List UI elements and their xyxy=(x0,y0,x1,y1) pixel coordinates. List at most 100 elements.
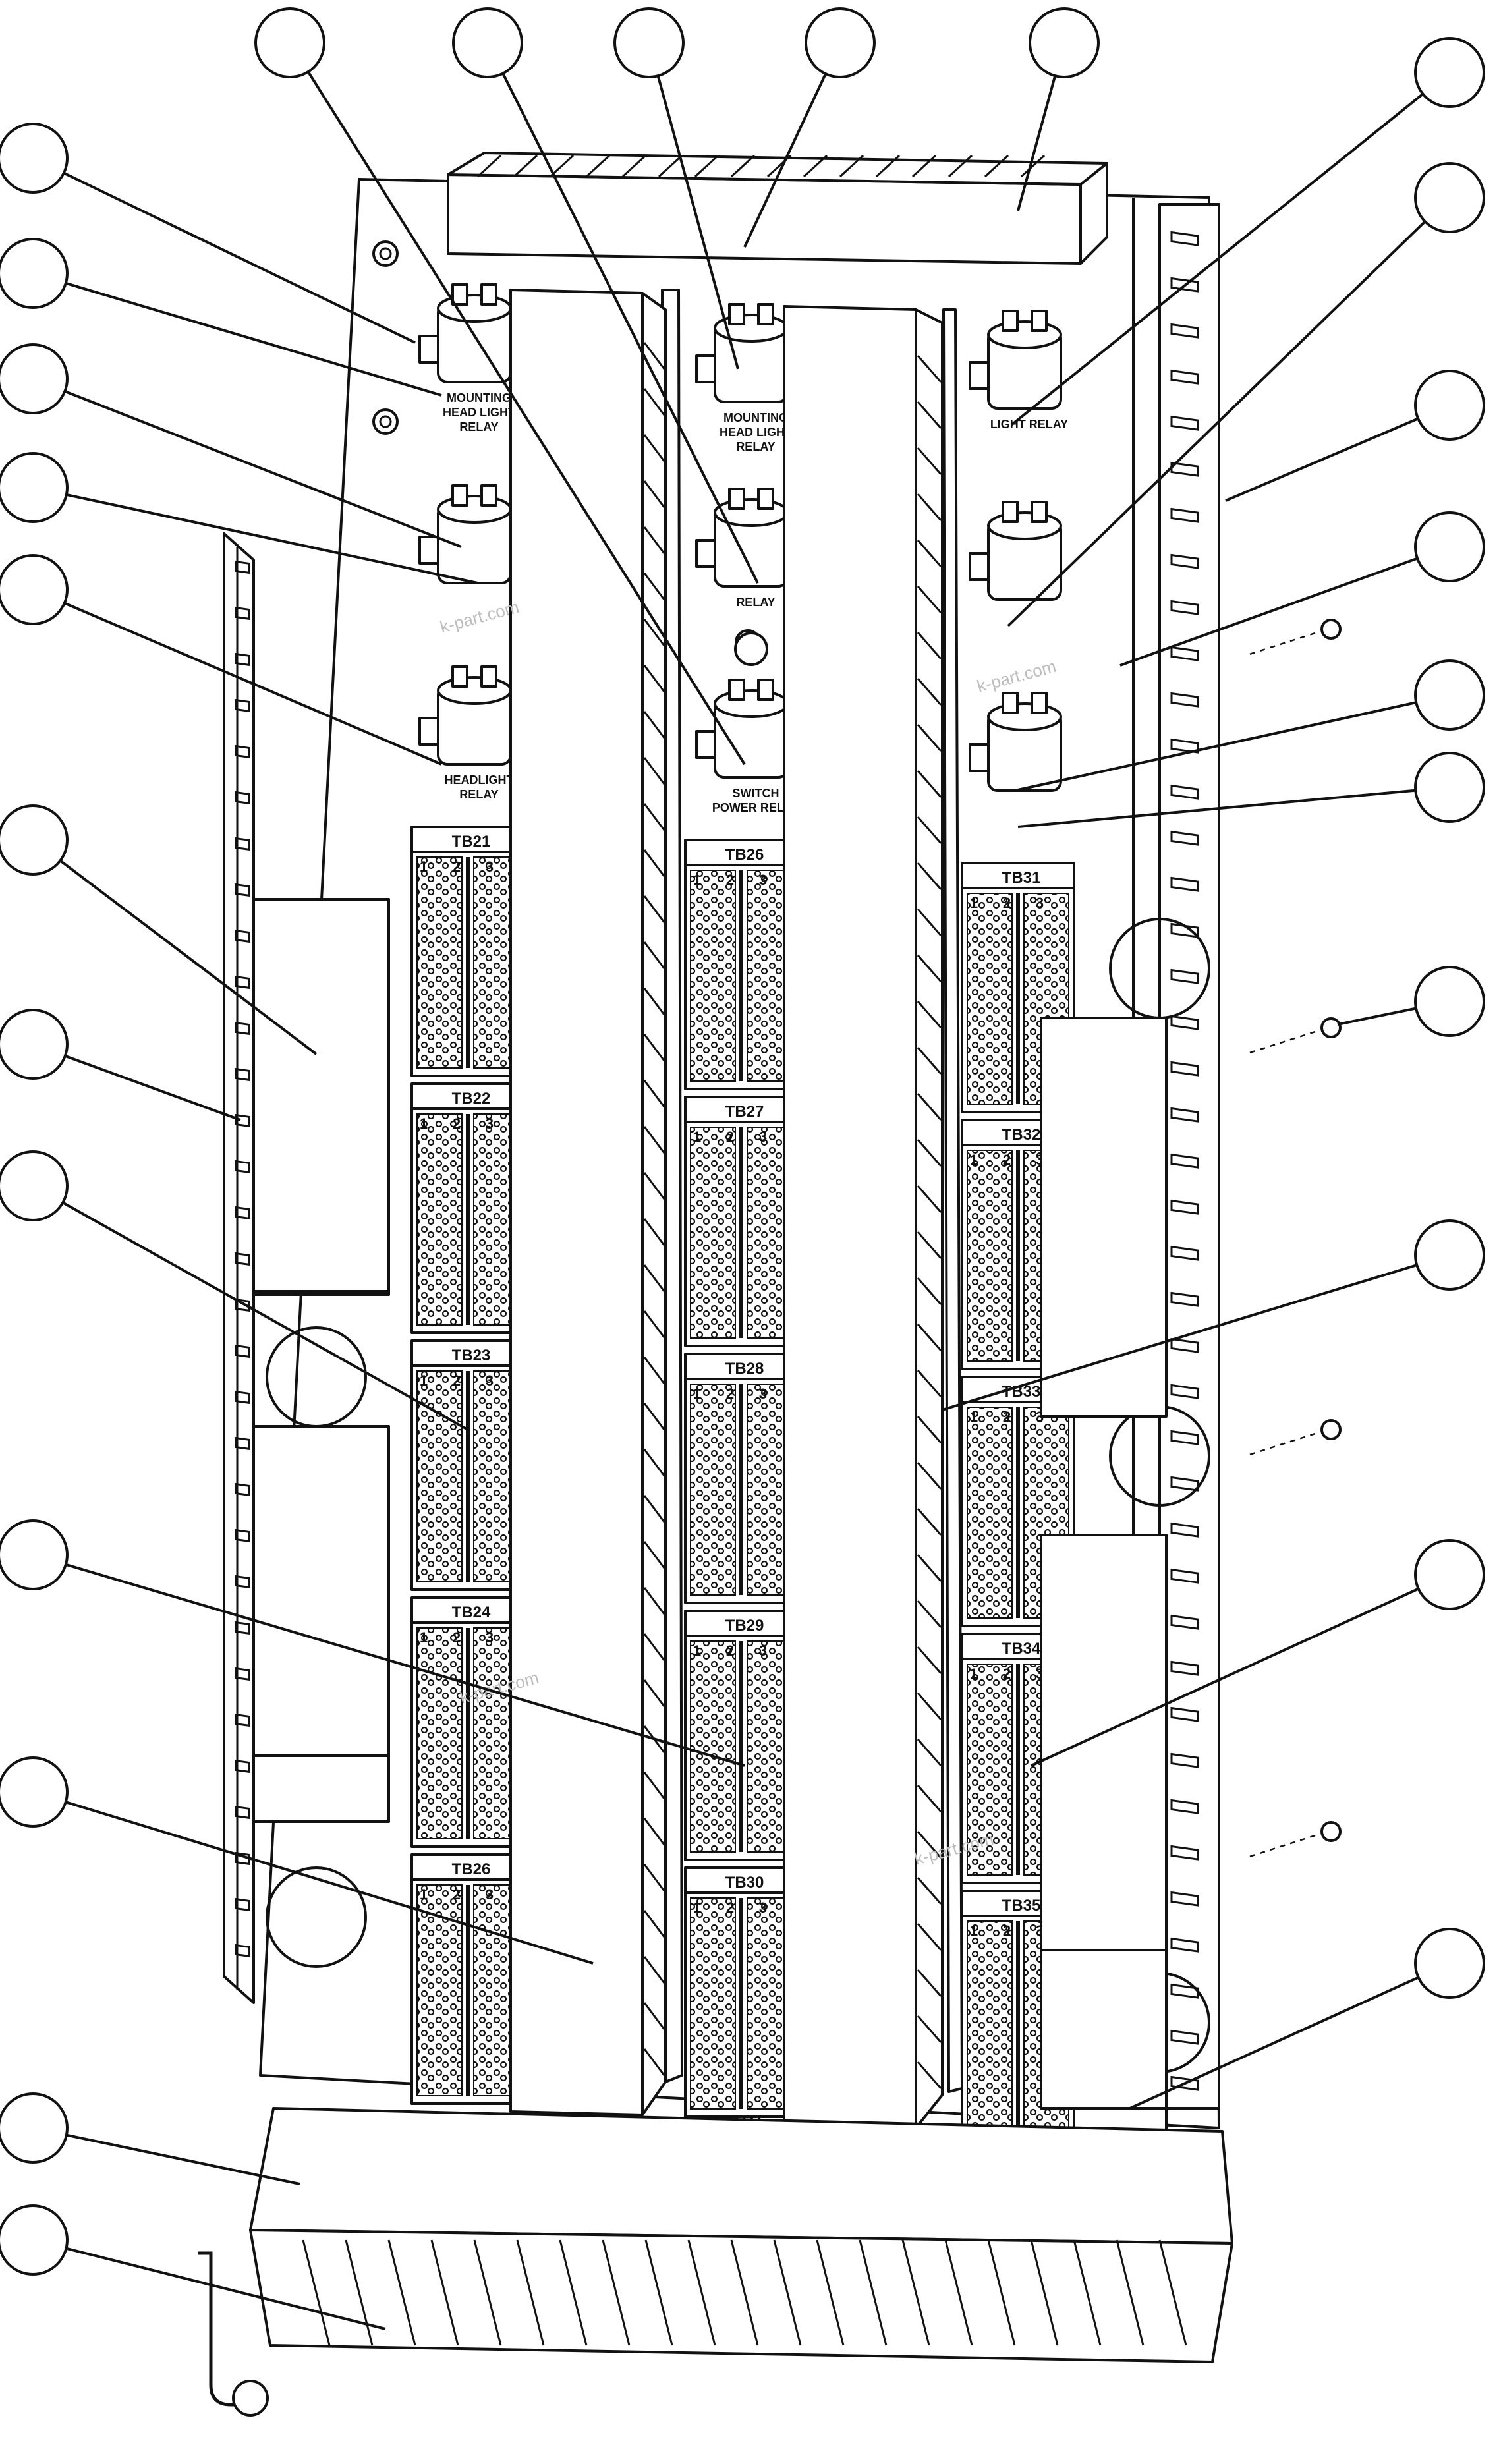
panel-bolt-center xyxy=(379,247,392,260)
tb-header xyxy=(410,1596,525,1624)
cover-slot xyxy=(917,1693,942,1720)
cover-slot xyxy=(643,573,665,600)
cover-slot xyxy=(917,1831,942,1859)
cover-slot xyxy=(643,1357,665,1384)
duct-slot xyxy=(235,1344,250,1358)
cover-slot xyxy=(917,724,942,752)
cover-slot xyxy=(643,711,665,739)
callout-leader xyxy=(32,272,442,397)
relay-label: HEADLIGHT xyxy=(445,773,514,787)
cover-slot xyxy=(917,1462,942,1490)
cover-slot xyxy=(917,1923,942,1951)
bottom-duct-slot xyxy=(516,2239,545,2346)
tb-position-number: 2 xyxy=(726,1386,734,1402)
duct-slot xyxy=(1170,1153,1199,1169)
callout-circle xyxy=(1414,511,1485,582)
callout-circle xyxy=(1414,1539,1485,1610)
cover-slot xyxy=(917,2061,942,2089)
tb-position-number: 1 xyxy=(970,1922,978,1939)
tb-position-number: 1 xyxy=(420,1886,428,1903)
tb-position-number: 1 xyxy=(420,1372,428,1389)
cover-slot xyxy=(917,632,942,659)
relay-terminal xyxy=(728,679,745,701)
tb-position-number: 3 xyxy=(759,872,767,888)
panel-bolt-center xyxy=(379,415,392,428)
duct-slot xyxy=(1170,1845,1199,1861)
duct-slot xyxy=(235,1944,250,1958)
callout-leader xyxy=(486,42,759,584)
cover-slot xyxy=(643,1956,665,1984)
relay-right-2 xyxy=(969,501,1062,601)
duct-slot xyxy=(1170,1245,1199,1261)
bottom-duct-slot xyxy=(987,2239,1016,2346)
tb-pins-left xyxy=(967,1150,1013,1362)
left-duct xyxy=(223,532,255,2004)
relay-terminal xyxy=(1031,310,1048,332)
cover-slot xyxy=(643,619,665,646)
cover-slot xyxy=(643,1310,665,1338)
callout-circle xyxy=(0,804,69,876)
tb-label: TB24 xyxy=(452,1604,491,1621)
tb-position-number: 2 xyxy=(1003,1922,1011,1939)
bottom-duct-slot xyxy=(730,2239,759,2346)
tb-position-number: 2 xyxy=(453,1115,461,1132)
screw xyxy=(1320,1419,1342,1440)
duct-slot xyxy=(1170,1061,1199,1077)
callout-leader xyxy=(1129,1962,1450,2110)
duct-slot xyxy=(1170,1706,1199,1722)
top-duct-slot xyxy=(585,154,611,178)
duct-slot xyxy=(235,1759,250,1774)
bottom-duct-slot xyxy=(687,2239,716,2346)
duct-slot xyxy=(1170,1891,1199,1907)
callout-circle xyxy=(613,7,685,78)
relay-terminal xyxy=(757,679,774,701)
relay-top xyxy=(437,495,512,524)
callout-circle xyxy=(0,238,69,309)
relay-terminal xyxy=(451,665,468,688)
callout-circle xyxy=(254,7,325,78)
cover-slot xyxy=(643,1818,665,1845)
top-duct-slot xyxy=(730,154,756,178)
bottom-duct-front xyxy=(249,2229,1233,2363)
tb-label: TB35 xyxy=(1002,1897,1041,1915)
bottom-duct-slot xyxy=(387,2239,416,2346)
duct-slot xyxy=(235,744,250,759)
tb-label: TB27 xyxy=(725,1103,764,1121)
cover-slot xyxy=(643,1172,665,1200)
cover-slot xyxy=(917,1969,942,1997)
bottom-duct-slot xyxy=(559,2239,588,2346)
top-duct-slot xyxy=(694,154,720,178)
tb-pins-left xyxy=(690,1640,736,1853)
panel-divider-right xyxy=(942,308,963,2093)
duct-slot xyxy=(235,606,250,621)
duct-slot xyxy=(235,929,250,943)
tb-position-number: 2 xyxy=(1003,1666,1011,1682)
cover-slot xyxy=(917,586,942,613)
relay-bracket xyxy=(695,730,716,759)
cover-slot xyxy=(643,757,665,785)
tb-position-number: 1 xyxy=(970,895,978,911)
channel-cover xyxy=(1040,1949,1168,2110)
relay-label: RELAY xyxy=(459,788,498,801)
callout-circle xyxy=(1414,37,1485,108)
callout-leader xyxy=(743,42,841,248)
cover-slot xyxy=(917,1739,942,1766)
relay-bracket xyxy=(418,717,439,746)
duct-slot xyxy=(235,1621,250,1635)
tb-position-number: 1 xyxy=(420,1629,428,1646)
duct-slot xyxy=(1170,1522,1199,1538)
callout-leader xyxy=(1014,694,1450,792)
duct-slot xyxy=(1170,1107,1199,1123)
relay-label: RELAY xyxy=(736,596,775,609)
tb-pins-left xyxy=(416,1627,463,1839)
bottom-duct-slot xyxy=(773,2239,802,2346)
duct-slot xyxy=(1170,1291,1199,1307)
cover-slot xyxy=(917,540,942,567)
tb-pins-left xyxy=(967,1664,1013,1876)
duct-slot xyxy=(1170,231,1199,246)
duct-slot xyxy=(235,1160,250,1174)
